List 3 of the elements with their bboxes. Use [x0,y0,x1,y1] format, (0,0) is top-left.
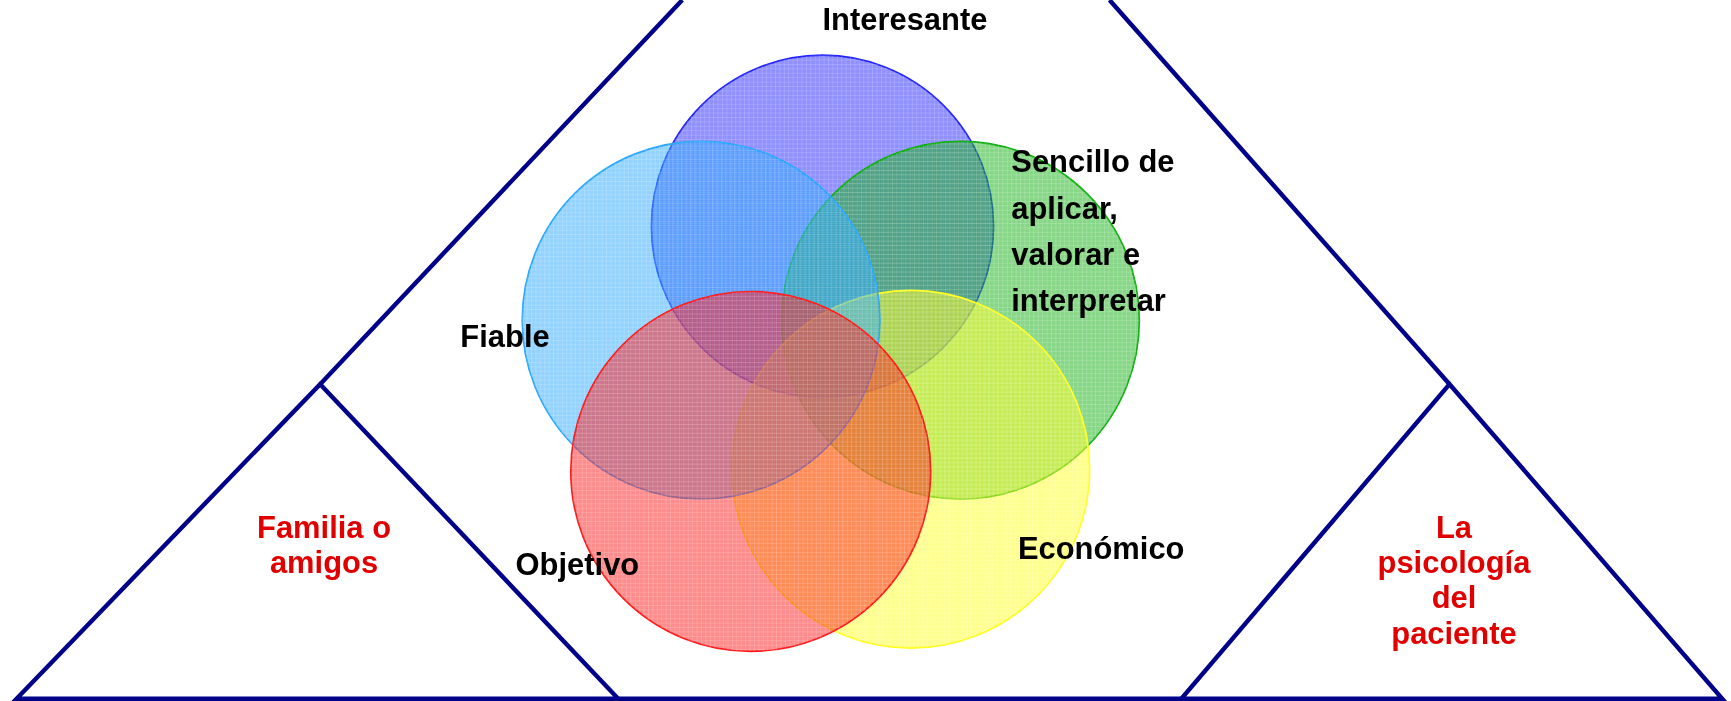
region-label: Familia o amigos [256,510,392,581]
region-label: La psicología del paciente [1376,510,1532,652]
circle-label: Interesante [822,2,989,38]
